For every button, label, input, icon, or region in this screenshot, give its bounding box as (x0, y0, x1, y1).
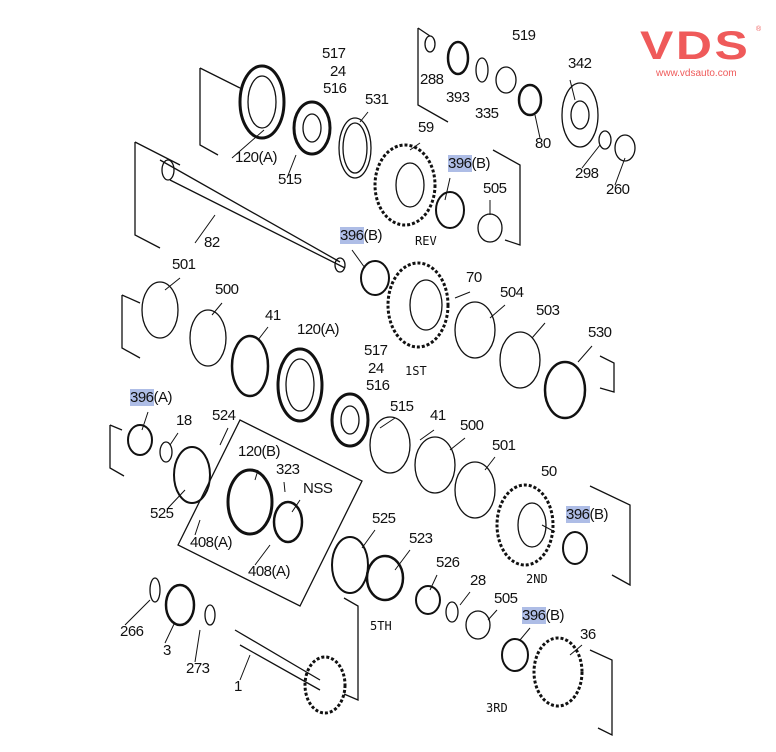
part-label-500: 500 (460, 417, 484, 434)
part-label-526: 526 (436, 554, 460, 571)
part-label-18: 18 (176, 412, 192, 429)
part-suffix: (B) (589, 506, 609, 523)
part-label-24: 24 (368, 360, 384, 377)
part-suffix: (A) (153, 389, 173, 406)
highlighted-part-number: 396 (566, 506, 590, 523)
highlighted-part-number: 396 (522, 607, 546, 624)
part-label-80: 80 (535, 135, 551, 152)
part-label-515: 515 (390, 398, 414, 415)
gear-position-3rd: 3RD (486, 701, 508, 715)
part-label-41: 41 (430, 407, 446, 424)
part-label-120a: 120(A) (235, 149, 278, 166)
part-label-519: 519 (512, 27, 536, 44)
part-label-260: 260 (606, 181, 630, 198)
subassembly-524-box (177, 419, 363, 607)
part-label-41: 41 (265, 307, 281, 324)
part-label-525: 525 (150, 505, 174, 522)
part-label-517: 517 (322, 45, 346, 62)
group-brackets (109, 27, 631, 737)
part-label-396b: 396(B) (566, 506, 609, 523)
part-label-28: 28 (470, 572, 486, 589)
part-label-342: 342 (568, 55, 592, 72)
part-label-516: 516 (366, 377, 390, 394)
gear-shapes (127, 35, 636, 715)
part-label-288: 288 (420, 71, 444, 88)
vds-logo: VDS www.vdsauto.com ® (640, 26, 765, 79)
part-label-24: 24 (330, 63, 346, 80)
part-label-393: 393 (446, 89, 470, 106)
part-label-516: 516 (323, 80, 347, 97)
part-label-505: 505 (483, 180, 507, 197)
logo-registered-mark: ® (756, 26, 762, 33)
gear-position-2nd: 2ND (526, 572, 548, 586)
part-label-530: 530 (588, 324, 612, 341)
part-label-504: 504 (500, 284, 524, 301)
gear-position-1st: 1ST (405, 364, 427, 378)
part-label-396b: 396(B) (522, 607, 565, 624)
gear-position-rev: REV (415, 234, 437, 248)
part-label-396b: 396(B) (340, 227, 383, 244)
part-label-3: 3 (163, 642, 171, 659)
part-label-408a: 408(A) (248, 563, 291, 580)
part-label-396b: 396(B) (448, 155, 491, 172)
part-label-500: 500 (215, 281, 239, 298)
part-label-501: 501 (172, 256, 196, 273)
part-label-266: 266 (120, 623, 144, 640)
part-label-531: 531 (365, 91, 389, 108)
part-label-396a: 396(A) (130, 389, 173, 406)
part-suffix: (B) (363, 227, 383, 244)
part-label-501: 501 (492, 437, 516, 454)
part-label-120a: 120(A) (297, 321, 340, 338)
part-label-505: 505 (494, 590, 518, 607)
part-suffix: (B) (471, 155, 491, 172)
highlighted-part-number: 396 (448, 155, 472, 172)
part-label-36: 36 (580, 626, 596, 643)
part-label-515: 515 (278, 171, 302, 188)
part-label-70: 70 (466, 269, 482, 286)
logo-brand: VDS (640, 24, 751, 68)
part-label-298: 298 (575, 165, 599, 182)
part-label-1: 1 (234, 678, 242, 695)
part-label-59: 59 (418, 119, 434, 136)
highlighted-part-number: 396 (340, 227, 364, 244)
part-label-120b: 120(B) (238, 443, 281, 460)
gear-position-5th: 5TH (370, 619, 392, 633)
part-label-525: 525 (372, 510, 396, 527)
part-label-517: 517 (364, 342, 388, 359)
part-label-503: 503 (536, 302, 560, 319)
part-label-523: 523 (409, 530, 433, 547)
part-suffix: (B) (545, 607, 565, 624)
part-label-50: 50 (541, 463, 557, 480)
part-label-323: 323 (276, 461, 300, 478)
part-label-273: 273 (186, 660, 210, 677)
highlighted-part-number: 396 (130, 389, 154, 406)
logo-url: www.vdsauto.com (656, 68, 737, 79)
part-label-408a: 408(A) (190, 534, 233, 551)
part-label-335: 335 (475, 105, 499, 122)
part-label-82: 82 (204, 234, 220, 251)
leader-lines (124, 79, 626, 681)
part-label-nss: NSS (303, 480, 333, 497)
part-label-524: 524 (212, 407, 236, 424)
